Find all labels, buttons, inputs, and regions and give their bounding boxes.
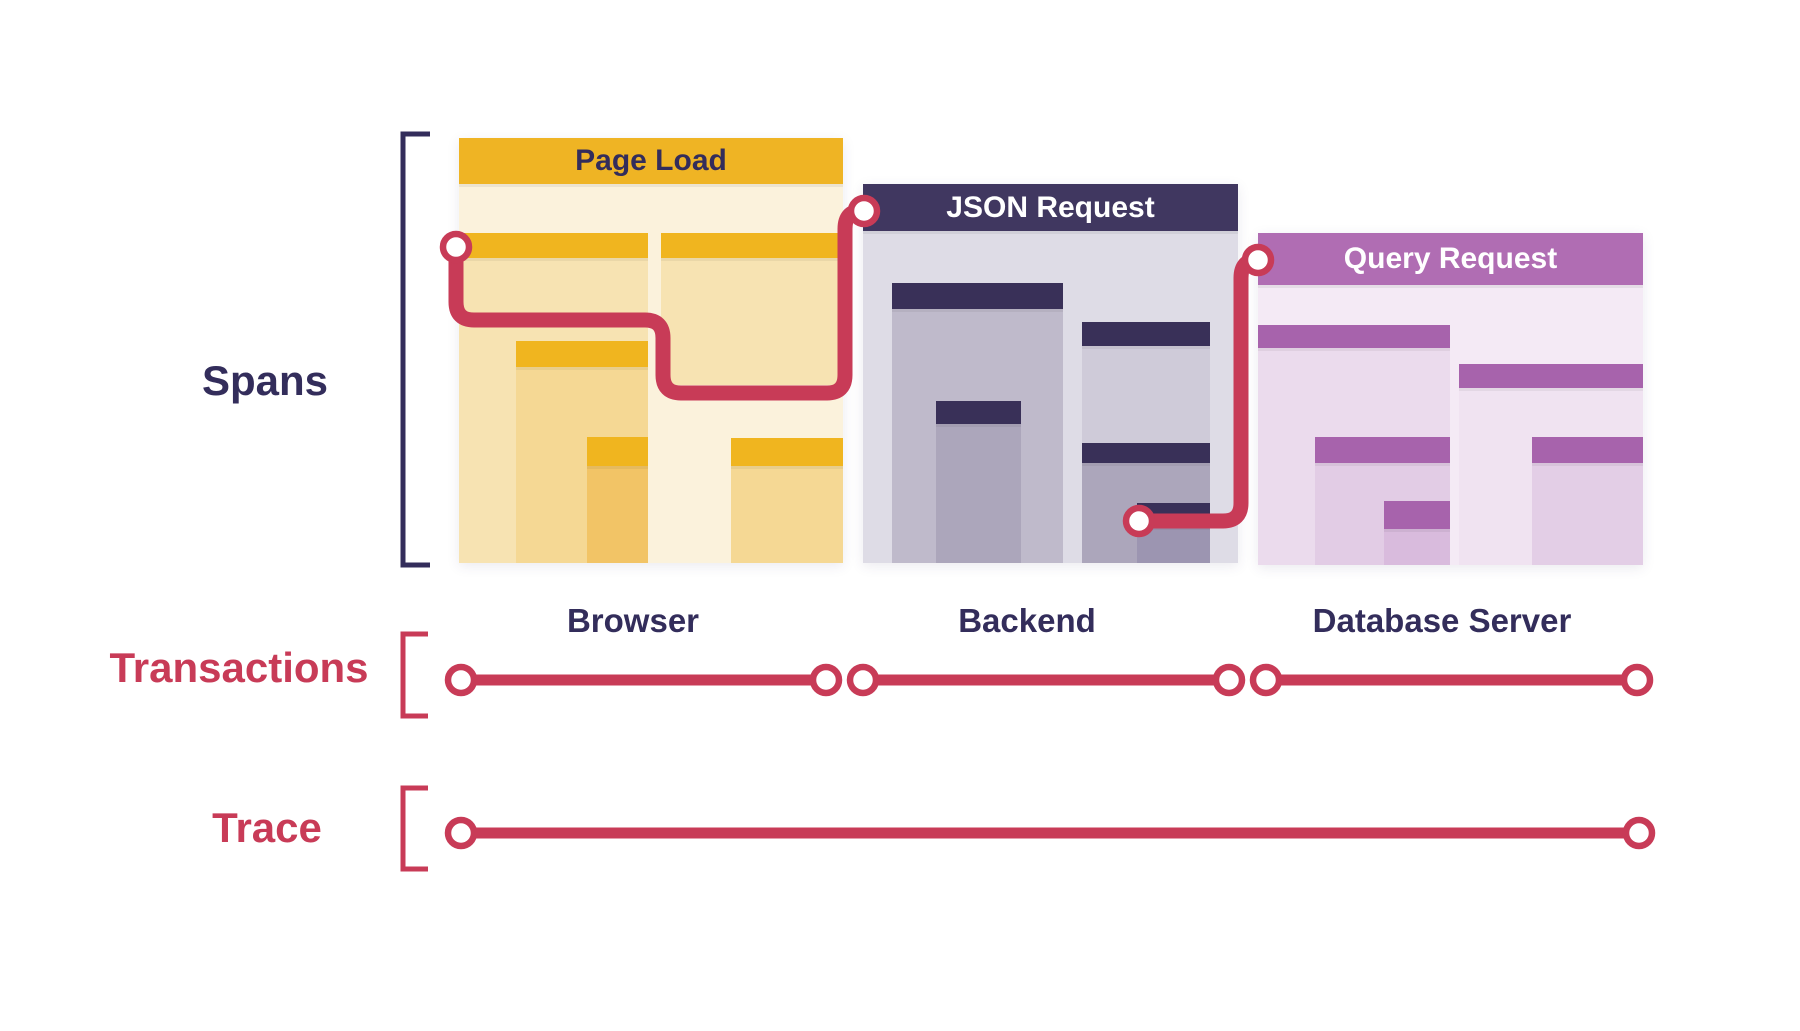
span-box (1384, 501, 1450, 565)
span-bar (1315, 437, 1450, 463)
transaction-dot (1620, 663, 1654, 697)
span-box (1137, 503, 1210, 563)
span-bar (1258, 325, 1450, 348)
span-bar (459, 233, 648, 258)
span-bar (936, 401, 1021, 424)
span-bar (1459, 364, 1643, 388)
span-bar (1082, 322, 1210, 346)
transactions-bracket (400, 631, 428, 719)
span-bar (516, 341, 648, 367)
span-box (587, 437, 648, 563)
span-bar (731, 438, 843, 466)
span-box (731, 438, 843, 563)
panel-page-load: Page Load (459, 138, 843, 563)
span-bar (1532, 437, 1643, 463)
trace-label: Trace (212, 804, 322, 851)
json-request-header: JSON Request (863, 184, 1238, 231)
transaction-dot (444, 663, 478, 697)
panel-query-request: Query Request (1258, 233, 1643, 565)
transaction-dot (1212, 663, 1246, 697)
transaction-dot (1249, 663, 1283, 697)
span-bar (587, 437, 648, 466)
trace-dot (444, 816, 478, 850)
tier-label-backend: Backend (958, 602, 1096, 639)
transaction-dot (809, 663, 843, 697)
panel-json-request: JSON Request (863, 184, 1238, 563)
span-box (936, 401, 1021, 563)
span-box (661, 233, 838, 385)
tier-label-database-server: Database Server (1312, 602, 1572, 639)
span-bar (1137, 503, 1210, 527)
page-load-header: Page Load (459, 138, 843, 184)
transaction-dot (846, 663, 880, 697)
query-request-header: Query Request (1258, 233, 1643, 285)
spans-bracket (400, 131, 430, 568)
span-box (1532, 437, 1643, 565)
span-bar (661, 233, 838, 258)
tier-label-browser: Browser (566, 602, 700, 639)
span-bar (892, 283, 1063, 309)
transactions-label: Transactions (109, 644, 369, 691)
span-bar (1384, 501, 1450, 529)
spans-label: Spans (201, 357, 329, 404)
span-bar (1082, 443, 1210, 463)
trace-dot (1622, 816, 1656, 850)
